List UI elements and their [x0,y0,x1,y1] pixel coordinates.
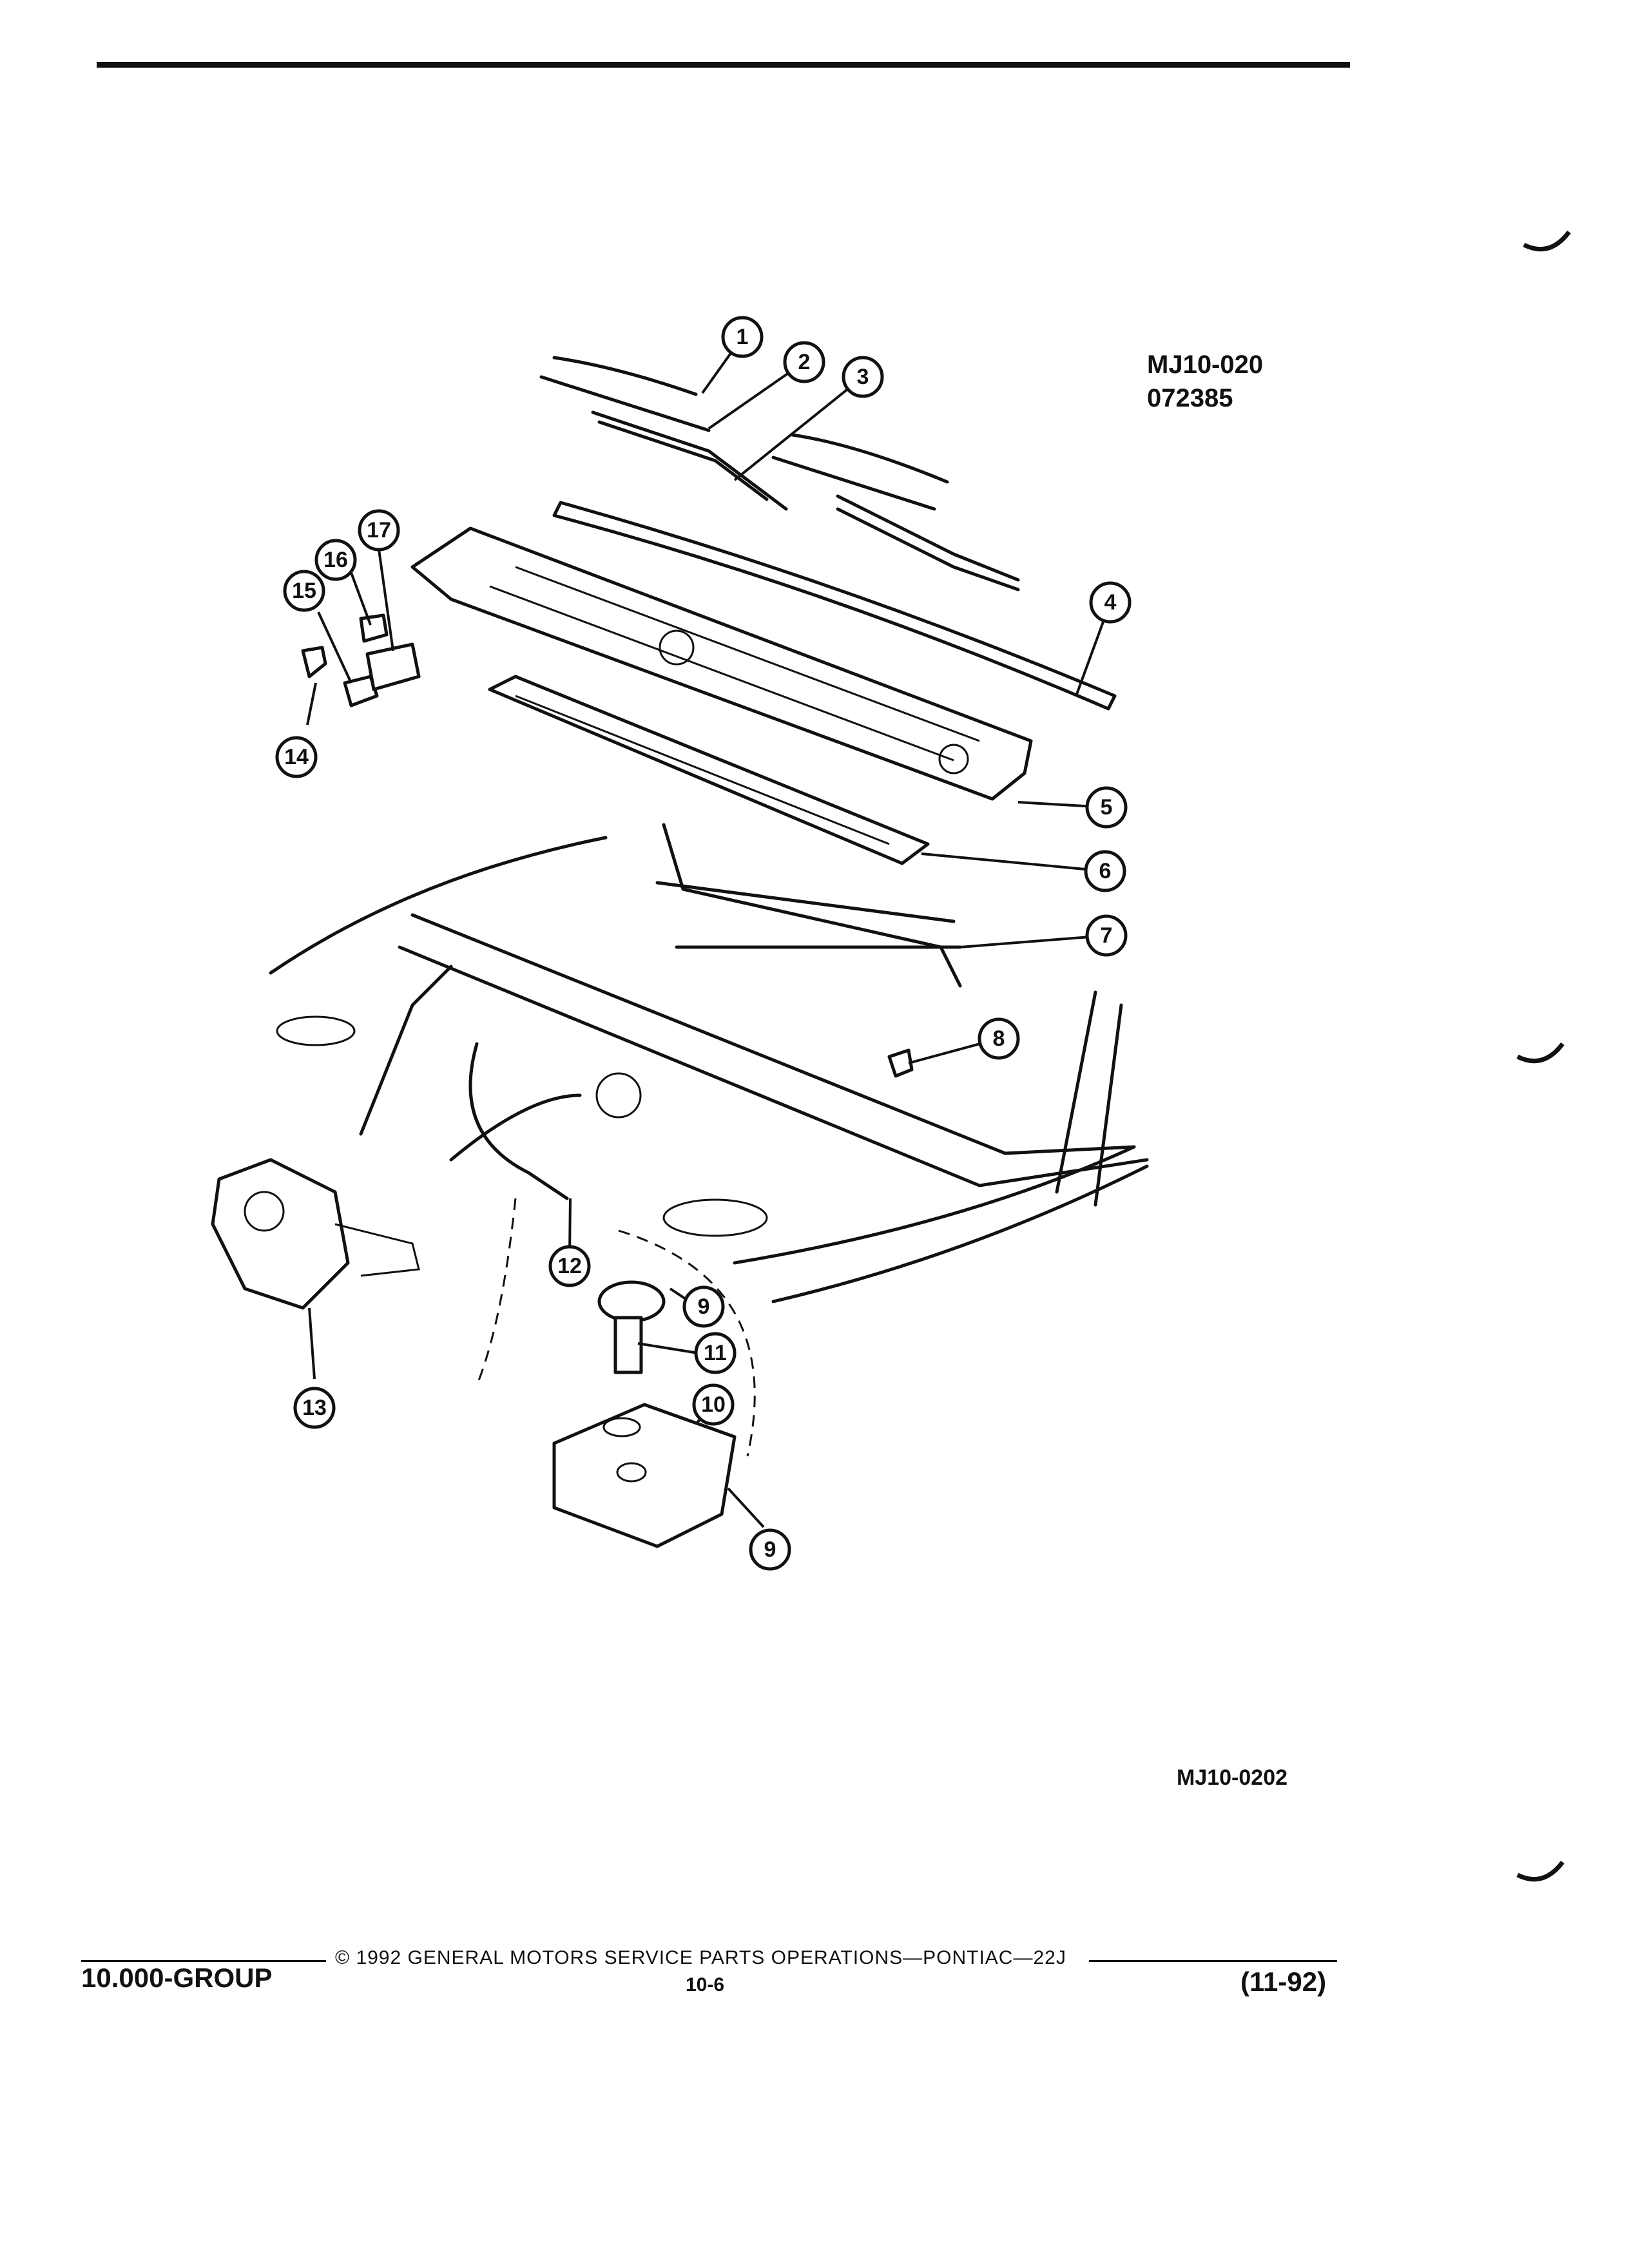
footer-rule-right [1089,1960,1337,1962]
callout-15: 15 [283,570,325,612]
cowl-screen [488,675,930,865]
callout-7: 7 [1085,914,1128,957]
callout-6: 6 [1084,850,1126,892]
vehicle-cowl-area [269,836,1149,1303]
callout-9b: 9 [749,1528,791,1571]
svg-text:9: 9 [698,1294,710,1319]
header-ref-code: MJ10-020 [1147,351,1264,379]
footer-rule-left [81,1960,326,1962]
binder-mark-2 [1516,1042,1565,1064]
footer-page-number: 10-6 [686,1974,725,1995]
callout-2: 2 [783,341,825,383]
svg-text:12: 12 [557,1254,582,1278]
wiper-blade-right [771,433,1020,591]
footer-group: 10.000-GROUP [81,1963,273,1993]
callout-17: 17 [358,509,400,552]
washer-pump [597,1280,666,1374]
footer-copyright: © 1992 GENERAL MOTORS SERVICE PARTS OPER… [335,1947,1066,1968]
svg-text:1: 1 [737,325,749,349]
svg-text:11: 11 [704,1341,727,1365]
callout-14: 14 [275,736,318,778]
svg-text:13: 13 [302,1396,327,1420]
callout-1: 1 [721,316,764,358]
svg-text:2: 2 [798,350,811,374]
seal-strip [552,501,1117,711]
callout-3: 3 [842,356,884,398]
top-rule [97,62,1350,68]
header-ref-number: 072385 [1147,384,1233,412]
svg-text:17: 17 [367,518,391,543]
callout-13: 13 [293,1387,336,1429]
footer-date: (11-92) [1240,1966,1327,1997]
callout-9a: 9 [682,1285,725,1328]
callout-11: 11 [694,1332,737,1374]
svg-text:16: 16 [323,548,348,572]
wiper-linkage [655,823,962,988]
svg-text:9: 9 [764,1537,776,1562]
svg-text:6: 6 [1099,859,1112,883]
cowl-vent-panel [410,526,1033,801]
svg-text:5: 5 [1101,795,1113,820]
figure-ref-code: MJ10-0202 [1177,1765,1288,1790]
fastener-parts [301,613,914,1078]
callout-5: 5 [1085,786,1128,829]
washer-hose-dashed [476,1198,517,1386]
callout-8: 8 [978,1017,1020,1060]
wiper-motor [211,1158,420,1310]
callout-16: 16 [314,539,357,581]
callout-4: 4 [1089,581,1132,624]
washer-hose [468,1042,569,1200]
svg-text:15: 15 [292,579,316,603]
svg-text:3: 3 [857,365,869,389]
svg-text:8: 8 [993,1026,1005,1051]
binder-mark-3 [1516,1860,1565,1882]
binder-mark-1 [1523,230,1571,252]
callout-10: 10 [692,1383,735,1426]
wiper-blade-left [539,356,788,511]
svg-text:4: 4 [1104,590,1117,615]
svg-text:7: 7 [1101,923,1113,948]
washer-reservoir [552,1403,737,1548]
callout-12: 12 [548,1245,591,1287]
svg-text:14: 14 [284,745,309,769]
svg-text:10: 10 [701,1392,726,1417]
